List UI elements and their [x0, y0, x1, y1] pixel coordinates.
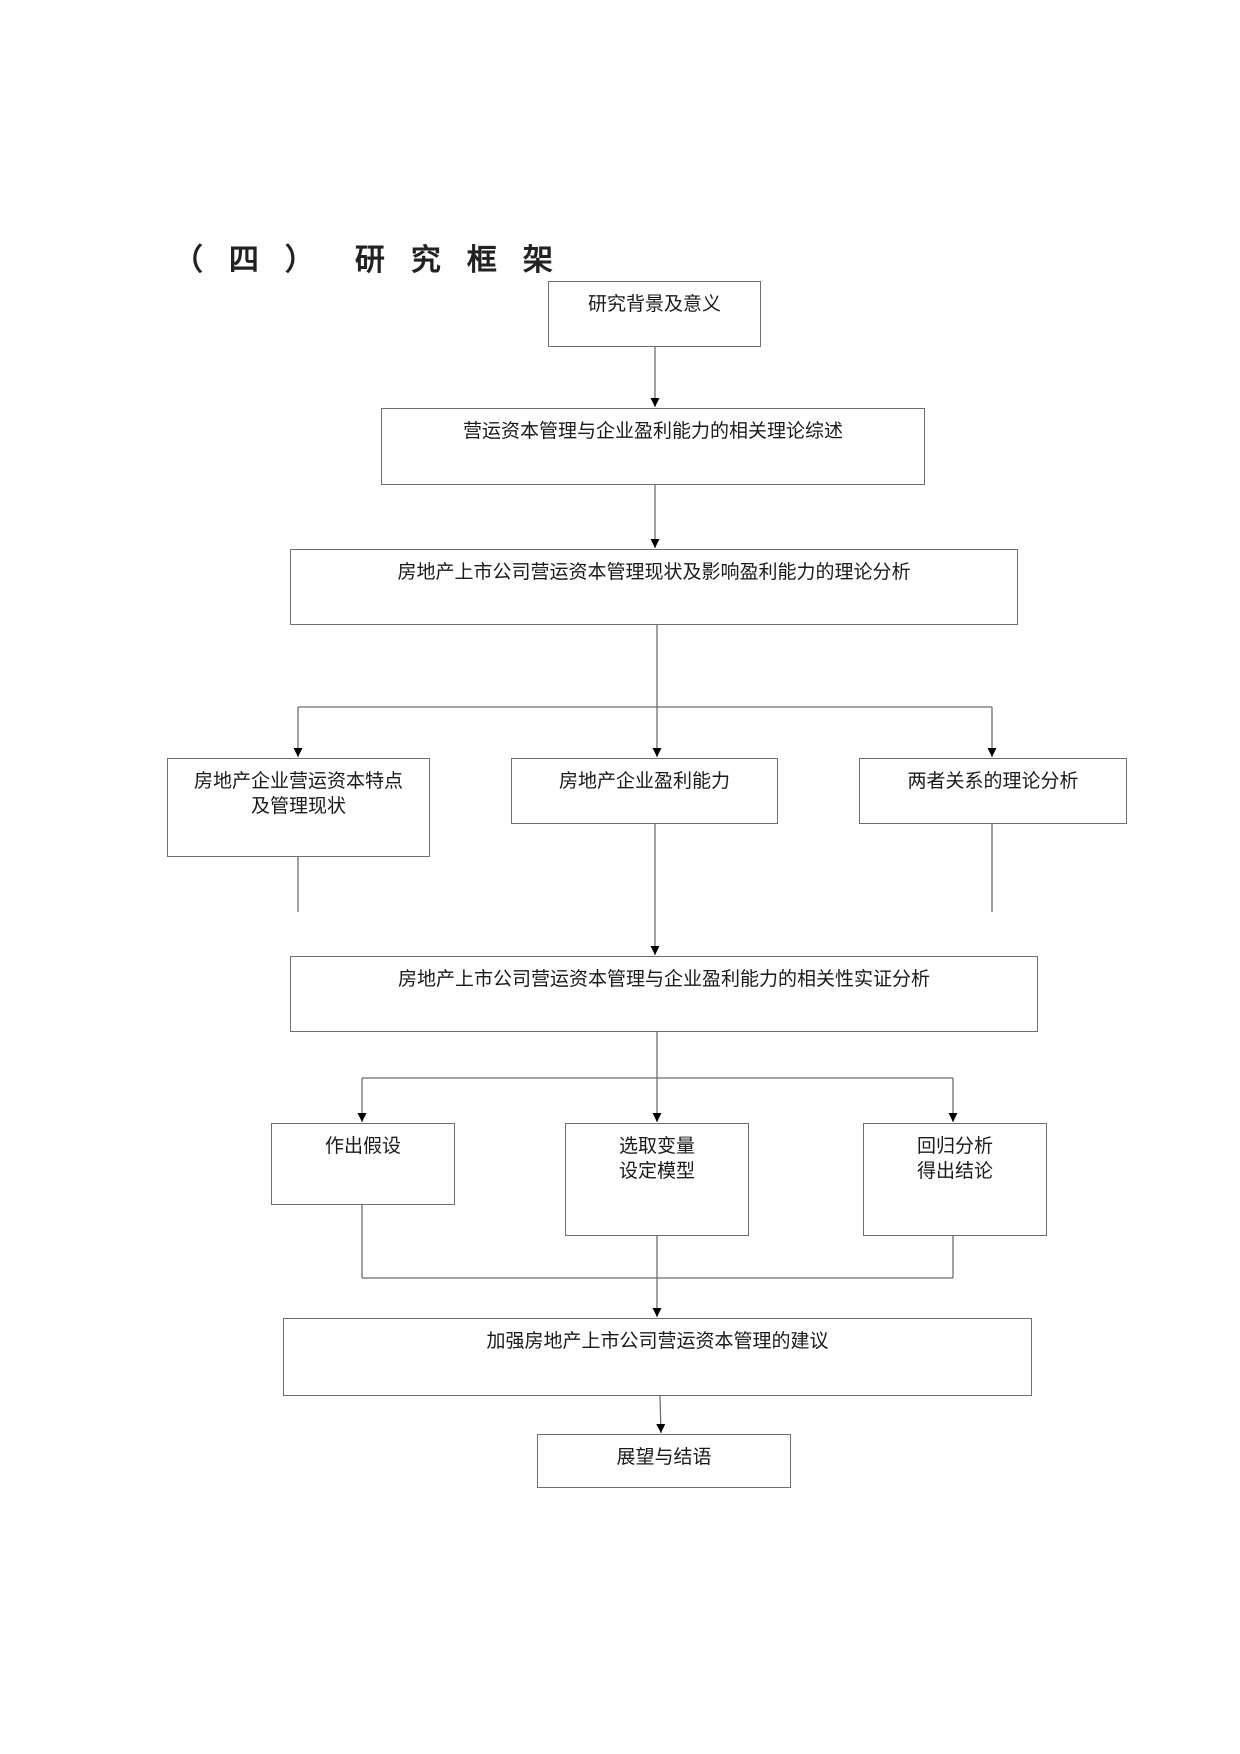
title-char: 框 — [466, 243, 497, 278]
node-text: 设定模型 — [618, 1160, 695, 1182]
node-research-background: 研究背景及意义 — [548, 281, 761, 347]
node-text: 房地产企业盈利能力 — [558, 770, 730, 792]
title-char: 究 — [410, 243, 441, 278]
node-text: 营运资本管理与企业盈利能力的相关理论综述 — [462, 420, 843, 442]
title-number: 四 — [228, 243, 259, 278]
title-open-paren: （ — [172, 243, 203, 278]
title-char: 研 — [354, 243, 385, 278]
node-text: 房地产上市公司营运资本管理现状及影响盈利能力的理论分析 — [397, 561, 911, 583]
node-text: 加强房地产上市公司营运资本管理的建议 — [486, 1330, 829, 1352]
section-title: （ 四 ） 研究框架 — [152, 200, 579, 279]
node-profitability: 房地产企业盈利能力 — [511, 758, 778, 824]
node-text: 展望与结语 — [616, 1446, 712, 1468]
node-regression-conclusion: 回归分析 得出结论 — [863, 1123, 1047, 1236]
arrow-n7-n8 — [656, 1395, 666, 1434]
node-text: 研究背景及意义 — [587, 293, 721, 315]
node-relationship-analysis: 两者关系的理论分析 — [859, 758, 1127, 824]
node-text: 房地产上市公司营运资本管理与企业盈利能力的相关性实证分析 — [397, 968, 930, 990]
node-text: 两者关系的理论分析 — [907, 770, 1079, 792]
node-text: 作出假设 — [324, 1135, 401, 1157]
node-recommendations: 加强房地产上市公司营运资本管理的建议 — [283, 1318, 1032, 1396]
title-close-paren: ） — [284, 243, 315, 278]
node-text: 选取变量 — [618, 1135, 695, 1157]
node-working-capital-features: 房地产企业营运资本特点 及管理现状 — [167, 758, 430, 857]
node-text: 得出结论 — [916, 1160, 993, 1182]
node-outlook-conclusion: 展望与结语 — [537, 1434, 791, 1488]
node-hypothesis: 作出假设 — [271, 1123, 455, 1205]
title-char: 架 — [522, 243, 553, 278]
node-empirical-analysis: 房地产上市公司营运资本管理与企业盈利能力的相关性实证分析 — [290, 956, 1038, 1032]
node-text: 房地产企业营运资本特点 — [193, 770, 403, 792]
node-variables-model: 选取变量 设定模型 — [565, 1123, 749, 1236]
node-status-analysis: 房地产上市公司营运资本管理现状及影响盈利能力的理论分析 — [290, 549, 1018, 625]
node-text: 及管理现状 — [250, 795, 346, 817]
node-theory-review: 营运资本管理与企业盈利能力的相关理论综述 — [381, 408, 925, 485]
node-text: 回归分析 — [916, 1135, 993, 1157]
